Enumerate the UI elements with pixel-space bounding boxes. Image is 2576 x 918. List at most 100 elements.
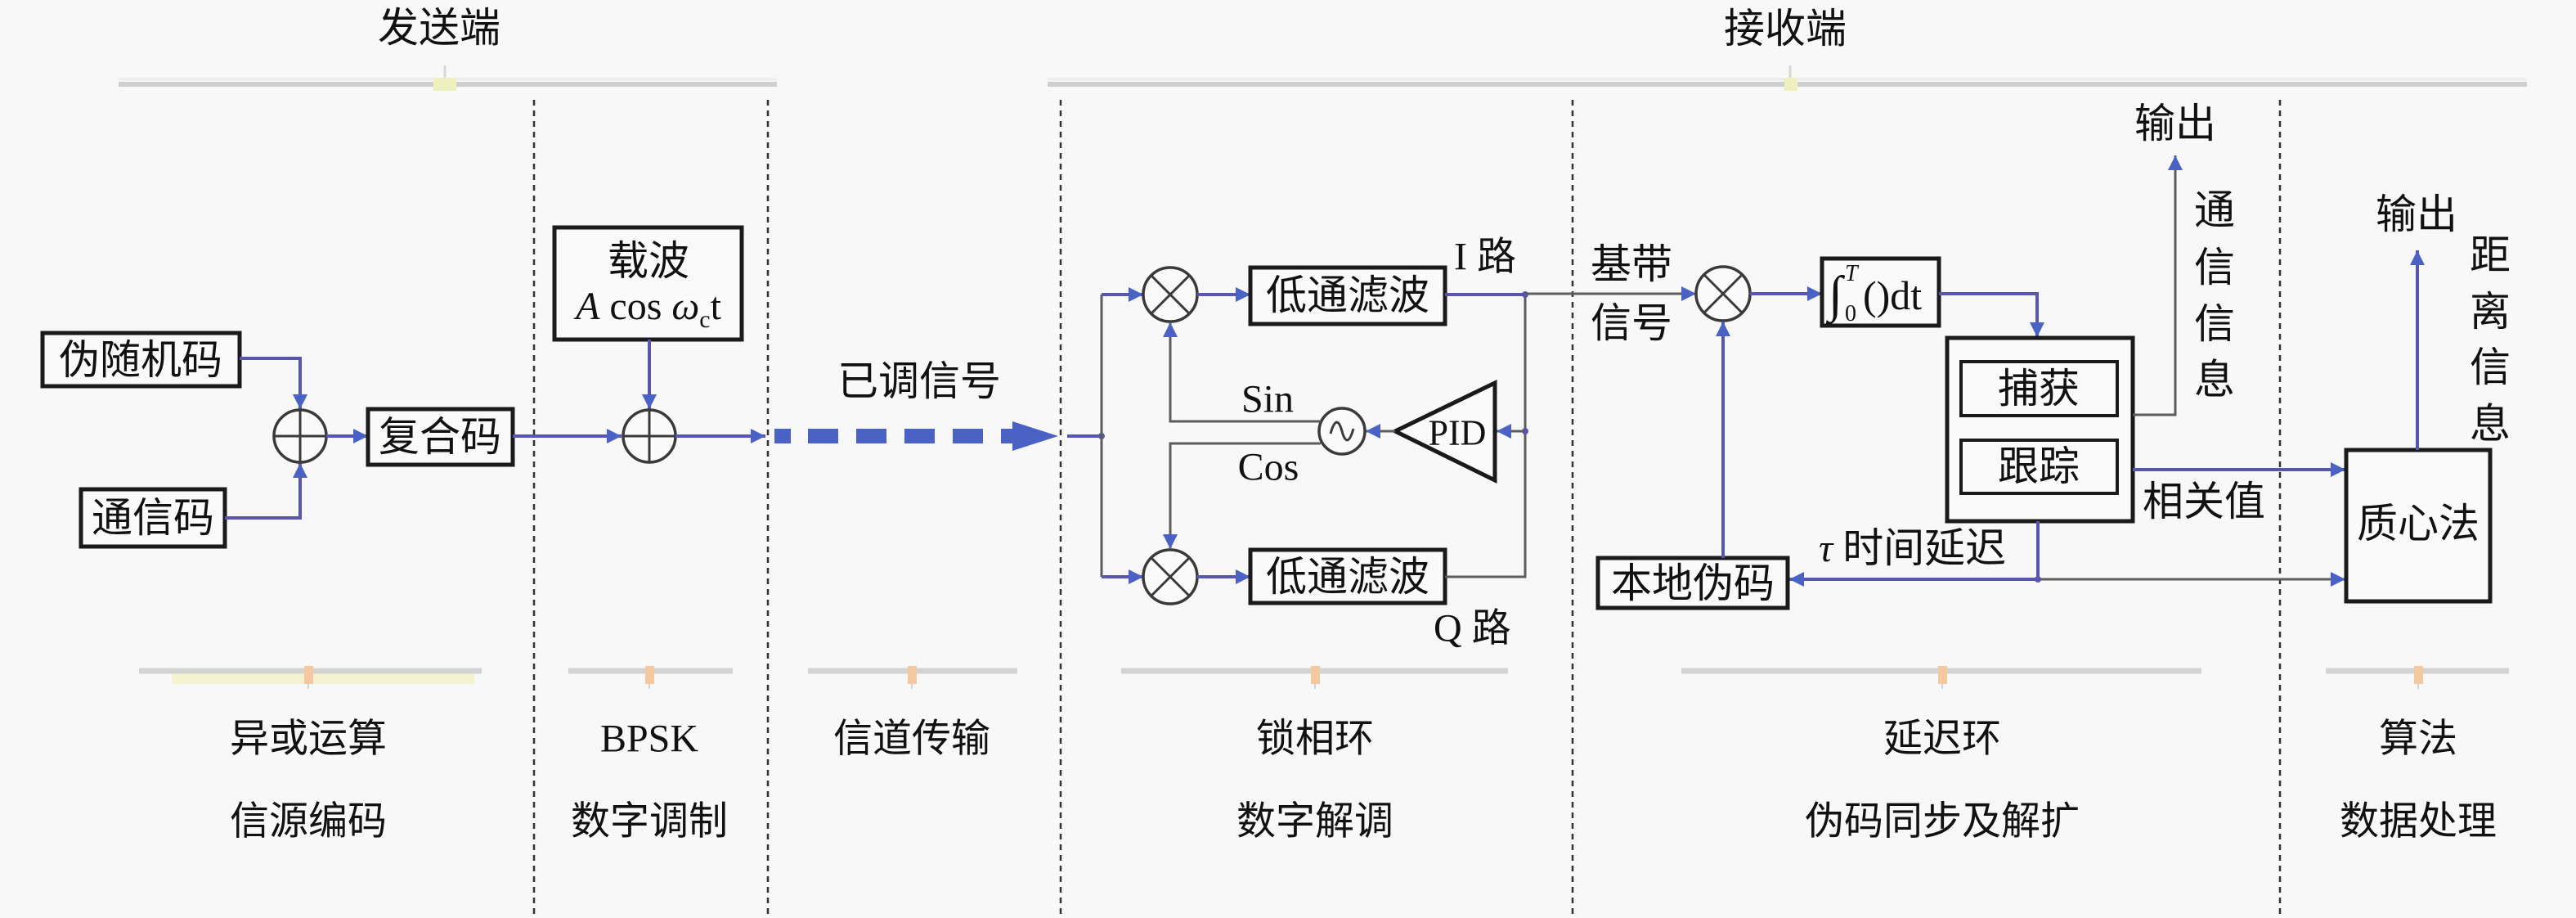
i-mixer-icon [1142,266,1199,323]
baseband-label-line2: 信号 [1591,300,1672,346]
q-mixer-icon [1142,548,1199,605]
pseudo-random-code-block: 伪随机码 [40,331,242,389]
stage-brace-highlight [172,673,474,684]
comm-code-label: 通信码 [92,495,214,541]
carrier-formula: A cos ωct [573,285,722,333]
stage-brace-marker [304,666,313,684]
lpf-q-block: 低通滤波 [1248,547,1447,605]
stage-brace-marker [1938,666,1947,684]
modulator-xor-icon [622,408,677,464]
transmitter-header: 发送端 [119,5,777,91]
tau-symbol: τ [1819,527,1834,570]
correlation-label: 相关值 [2143,479,2265,524]
range-info-char: 信 [2470,344,2511,390]
carrier-amplitude: A [573,285,600,328]
lpf-q-label: 低通滤波 [1266,554,1429,600]
stage-source-coding: 异或运算 信源编码 [139,666,482,844]
oscillator-icon [1317,407,1367,456]
carrier-block: 载波 A cos ωct [552,225,744,342]
tracking-label: 跟踪 [1998,443,2080,489]
lpf-i-box [1248,265,1447,326]
connector-cos-to-q-mixer [1163,442,1321,549]
stage-pll-demodulation: 锁相环 数字解调 [1121,666,1508,844]
baseband-label-line1: 基带 [1591,241,1672,287]
acquisition-tracking-block: 捕获 跟踪 [1945,335,2135,524]
tracking-box [1959,439,2119,495]
integrator-box [1820,256,1941,328]
stage-title: 延迟环 [1883,718,2001,761]
carrier-subscript: c [699,306,710,333]
stage-subtitle: 伪码同步及解扩 [1805,800,2080,844]
comm-info-vertical-label: 通 信 信 息 [2194,187,2235,403]
range-info-char: 息 [2470,401,2511,447]
range-info-char: 距 [2470,232,2511,278]
stage-brace-marker [2414,666,2423,684]
connector-sin-to-i-mixer [1163,322,1321,423]
connector-q-output-feedback [1445,295,1527,578]
modulated-signal-label: 已调信号 [837,358,1001,404]
stage-title: BPSK [600,718,698,761]
transmitter-span-marker [433,78,456,91]
pid-label: PID [1429,413,1487,453]
stage-delay-loop: 延迟环 伪码同步及解扩 [1681,666,2201,844]
receiver-label: 接收端 [1724,6,1847,52]
channel-dash [774,429,791,443]
xor-icon [272,408,328,464]
stage-subtitle: 信源编码 [230,800,387,844]
stage-channel: 信道传输 [808,666,1017,761]
range-info-vertical-label: 距 离 信 息 [2470,232,2511,447]
channel-transmission-arrow [774,421,1058,451]
stage-title: 异或运算 [230,718,387,761]
comm-info-char: 信 [2194,301,2235,347]
composite-code-label: 复合码 [379,414,501,460]
stage-dividers [532,100,2282,918]
connector-integrator-to-acq-track [1939,292,2044,337]
comm-code-block: 通信码 [79,487,227,549]
local-code-block: 本地伪码 [1595,556,1790,610]
junction-dot [2035,576,2041,583]
stage-title: 信道传输 [833,718,990,761]
comm-info-char: 息 [2194,357,2235,403]
comm-code-box [79,487,227,549]
stage-brace-marker [645,666,654,684]
correlator-mixer-icon [1694,265,1752,322]
stage-subtitle: 数据处理 [2340,800,2497,844]
carrier-t: t [711,285,722,328]
q-path-label: Q 路 [1434,607,1511,650]
stage-data-processing: 算法 数据处理 [2326,666,2509,844]
integral-upper-limit: T [1845,261,1860,286]
composite-code-box [366,407,515,467]
carrier-box [552,225,744,342]
carrier-omega: ω [671,285,699,328]
composite-code-block: 复合码 [366,407,515,467]
connector-prn-to-xor [240,357,307,409]
pseudo-random-code-label: 伪随机码 [59,337,222,383]
acquisition-box [1959,360,2119,417]
receiver-header: 接收端 [1048,6,2527,91]
stage-digital-modulation: BPSK 数字调制 [568,666,733,844]
stage-subtitle: 数字调制 [571,800,728,844]
connector-comm-info-output [2133,155,2183,416]
range-output-label: 输出 [2376,191,2457,237]
sin-label: Sin [1241,378,1294,421]
transmitter-label: 发送端 [378,5,500,51]
centroid-label: 质心法 [2357,501,2480,547]
stage-title: 锁相环 [1256,718,1374,761]
receiver-span-marker [1784,78,1797,91]
carrier-cos: cos [599,285,671,328]
local-code-box [1595,556,1790,610]
pid-controller: PID [1390,380,1497,484]
integral-lower-limit: 0 [1845,301,1856,326]
stage-brace-marker [908,666,917,684]
centroid-block: 质心法 [2344,448,2493,604]
i-path-label: I 路 [1454,236,1516,279]
integral-sign: ∫ [1825,267,1846,325]
cos-label: Cos [1238,446,1299,489]
channel-arrowhead-icon [1012,421,1058,451]
lpf-i-label: 低通滤波 [1266,272,1429,318]
stage-brace-marker [1311,666,1320,684]
local-code-label: 本地伪码 [1611,560,1775,606]
